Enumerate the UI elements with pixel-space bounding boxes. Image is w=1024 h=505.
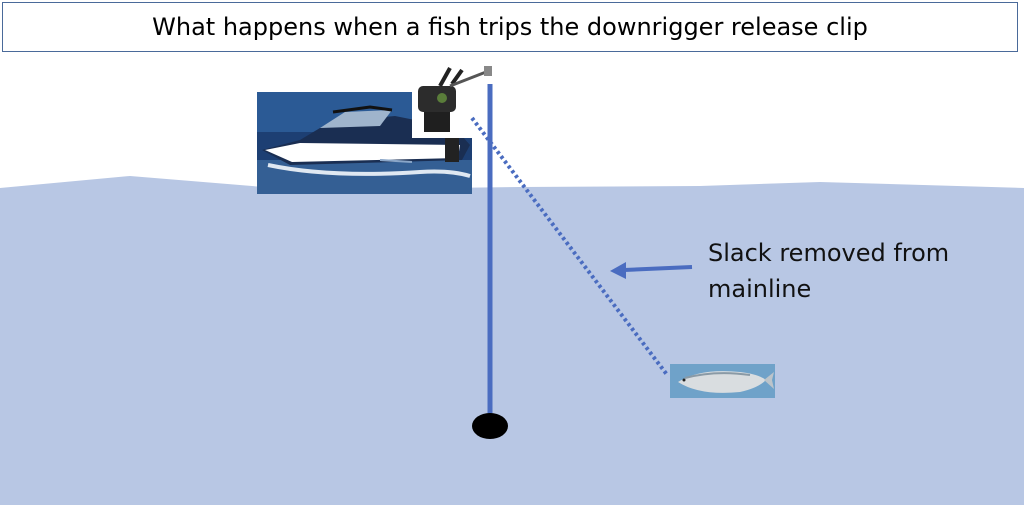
water xyxy=(0,176,1024,505)
salmon-photo xyxy=(670,364,775,398)
diagram-title: What happens when a fish trips the downr… xyxy=(152,13,868,41)
title-box: What happens when a fish trips the downr… xyxy=(2,2,1018,52)
annotation-line1: Slack removed from xyxy=(708,239,950,267)
cannonball-weight xyxy=(472,413,508,439)
slack-annotation: Slack removed from mainline xyxy=(708,235,949,307)
fishing-mainline xyxy=(470,116,670,378)
annotation-arrow xyxy=(610,262,693,279)
downrigger-photo xyxy=(412,66,492,138)
annotation-line2: mainline xyxy=(708,275,812,303)
